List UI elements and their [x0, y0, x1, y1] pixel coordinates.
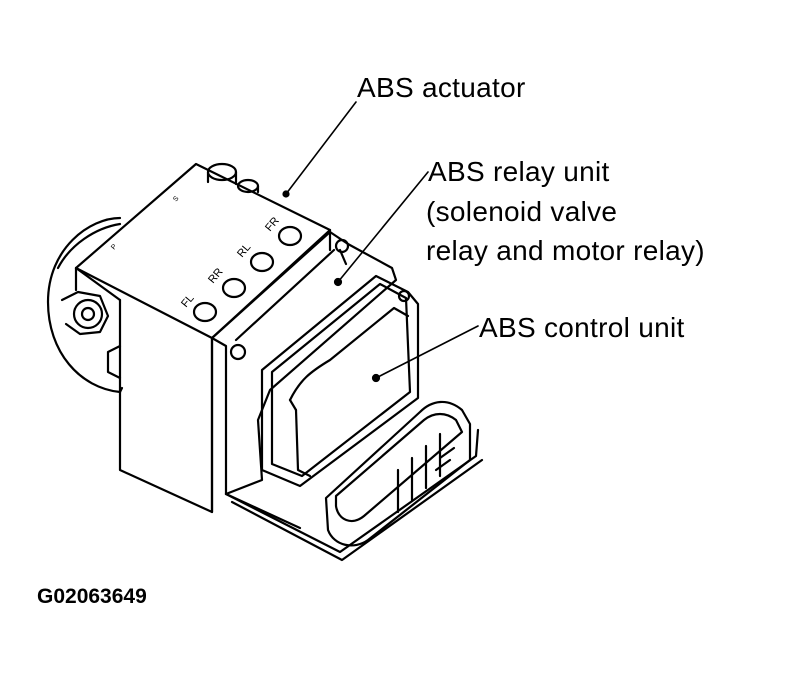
motor-cylinder — [46, 216, 124, 394]
mark-s: S — [172, 195, 181, 203]
control-unit-cover — [260, 274, 420, 488]
leader-relay — [337, 171, 429, 283]
relay-unit-frame — [210, 230, 398, 530]
left-fitting — [60, 290, 122, 380]
port-label-fl: FL — [179, 292, 196, 310]
figure-id: G02063649 — [37, 585, 147, 608]
label-relay-line2: (solenoid valve — [426, 196, 618, 227]
mark-p: P — [110, 243, 119, 251]
leader-actuator — [285, 101, 357, 195]
label-abs-control-unit: ABS control unit — [479, 312, 685, 343]
port-label-fr: FR — [263, 215, 282, 234]
port-circles — [192, 225, 303, 323]
port-labels: FL RR RL FR P S — [110, 195, 282, 310]
leader-control — [375, 325, 479, 379]
label-abs-actuator: ABS actuator — [357, 72, 526, 103]
connector-base — [224, 400, 484, 562]
label-relay-line1: ABS relay unit — [428, 156, 610, 187]
top-fittings — [206, 162, 260, 194]
port-label-rl: RL — [235, 241, 253, 259]
label-relay-line3: relay and motor relay) — [426, 235, 705, 266]
port-label-rr: RR — [206, 266, 225, 286]
leader-lines — [285, 101, 479, 379]
